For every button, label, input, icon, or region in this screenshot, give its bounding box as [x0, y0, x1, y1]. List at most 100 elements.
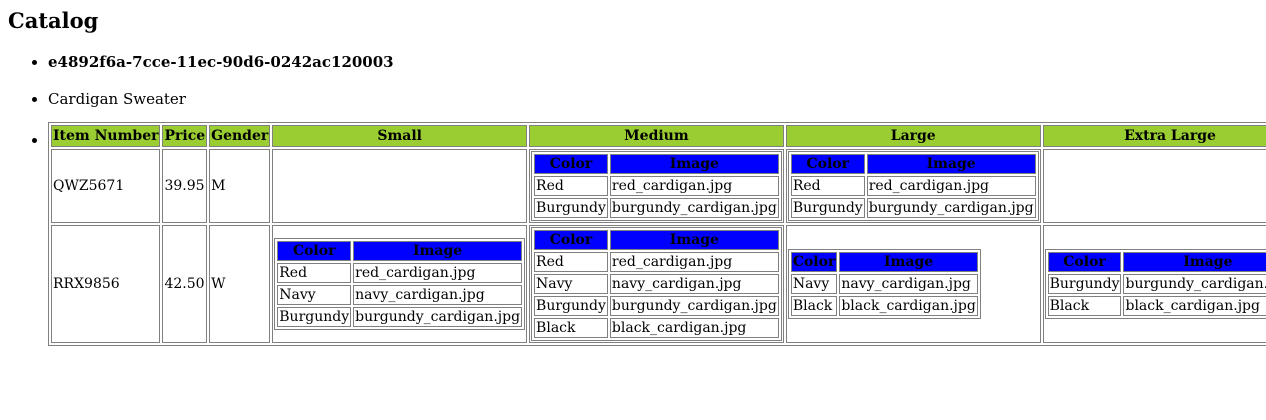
- page-title: Catalog: [8, 8, 99, 33]
- catalog-table-item: Item Number Price Gender Small Medium La…: [48, 122, 1266, 346]
- image-cell: navy_cardigan.jpg: [839, 274, 978, 294]
- image-cell: red_cardigan.jpg: [609, 176, 779, 196]
- color-header: Color: [534, 230, 608, 250]
- gender-cell: W: [209, 225, 271, 343]
- color-cell: Red: [534, 252, 608, 272]
- catalog-list: e4892f6a-7cce-11ec-90d6-0242ac120003 Car…: [8, 52, 1266, 346]
- color-cell: Burgundy: [534, 198, 608, 218]
- header-row: Item Number Price Gender Small Medium La…: [51, 125, 1266, 147]
- image-cell: burgundy_cardigan.jpg: [609, 296, 779, 316]
- image-cell: burgundy_cardigan.jpg: [609, 198, 779, 218]
- price-cell: 42.50: [162, 225, 208, 343]
- image-cell: red_cardigan.jpg: [609, 252, 779, 272]
- color-cell: Navy: [790, 274, 838, 294]
- image-header: Image: [866, 154, 1036, 174]
- small-cell: [272, 149, 528, 223]
- color-cell: Red: [534, 176, 608, 196]
- color-cell: Black: [1047, 296, 1122, 316]
- image-header: Image: [353, 241, 523, 261]
- image-header: Image: [839, 252, 978, 272]
- header-extra-large: Extra Large: [1042, 125, 1266, 147]
- image-cell: black_cardigan.jpg: [609, 318, 779, 338]
- color-header: Color: [790, 154, 865, 174]
- image-header: Image: [609, 154, 779, 174]
- color-cell: Red: [277, 263, 352, 283]
- color-cell: Navy: [534, 274, 608, 294]
- header-small: Small: [272, 125, 528, 147]
- color-header: Color: [1047, 252, 1122, 272]
- image-cell: burgundy_cardigan.jpg: [866, 198, 1036, 218]
- image-cell: burgundy_cardigan.jpg: [353, 307, 523, 327]
- color-header: Color: [534, 154, 608, 174]
- color-cell: Navy: [277, 285, 352, 305]
- header-gender: Gender: [209, 125, 271, 147]
- color-cell: Burgundy: [790, 198, 865, 218]
- item-number-cell: RRX9856: [51, 225, 161, 343]
- image-cell: black_cardigan.jpg: [839, 296, 978, 316]
- extra-large-cell: ColorImageBurgundyburgundy_cardigan.jpgB…: [1042, 225, 1266, 343]
- image-cell: red_cardigan.jpg: [866, 176, 1036, 196]
- product-name: Cardigan Sweater: [48, 90, 1266, 108]
- color-cell: Black: [534, 318, 608, 338]
- item-number-cell: QWZ5671: [51, 149, 161, 223]
- image-cell: black_cardigan.jpg: [1123, 296, 1266, 316]
- color-cell: Red: [790, 176, 865, 196]
- color-cell: Burgundy: [1047, 274, 1122, 294]
- product-id: e4892f6a-7cce-11ec-90d6-0242ac120003: [48, 52, 1266, 72]
- image-header: Image: [1123, 252, 1266, 272]
- color-cell: Burgundy: [534, 296, 608, 316]
- image-cell: red_cardigan.jpg: [353, 263, 523, 283]
- header-medium: Medium: [529, 125, 784, 147]
- color-header: Color: [790, 252, 838, 272]
- color-cell: Burgundy: [277, 307, 352, 327]
- color-cell: Black: [790, 296, 838, 316]
- price-cell: 39.95: [162, 149, 208, 223]
- image-header: Image: [609, 230, 779, 250]
- image-cell: burgundy_cardigan.jpg: [1123, 274, 1266, 294]
- header-large: Large: [785, 125, 1041, 147]
- image-cell: navy_cardigan.jpg: [609, 274, 779, 294]
- color-image-table: ColorImageBurgundyburgundy_cardigan.jpgB…: [1044, 249, 1266, 319]
- catalog-table: Item Number Price Gender Small Medium La…: [48, 122, 1266, 346]
- color-header: Color: [277, 241, 352, 261]
- header-item-number: Item Number: [51, 125, 161, 147]
- page: Catalog e4892f6a-7cce-11ec-90d6-0242ac12…: [0, 0, 1266, 346]
- image-cell: navy_cardigan.jpg: [353, 285, 523, 305]
- gender-cell: M: [209, 149, 271, 223]
- extra-large-cell: [1042, 149, 1266, 223]
